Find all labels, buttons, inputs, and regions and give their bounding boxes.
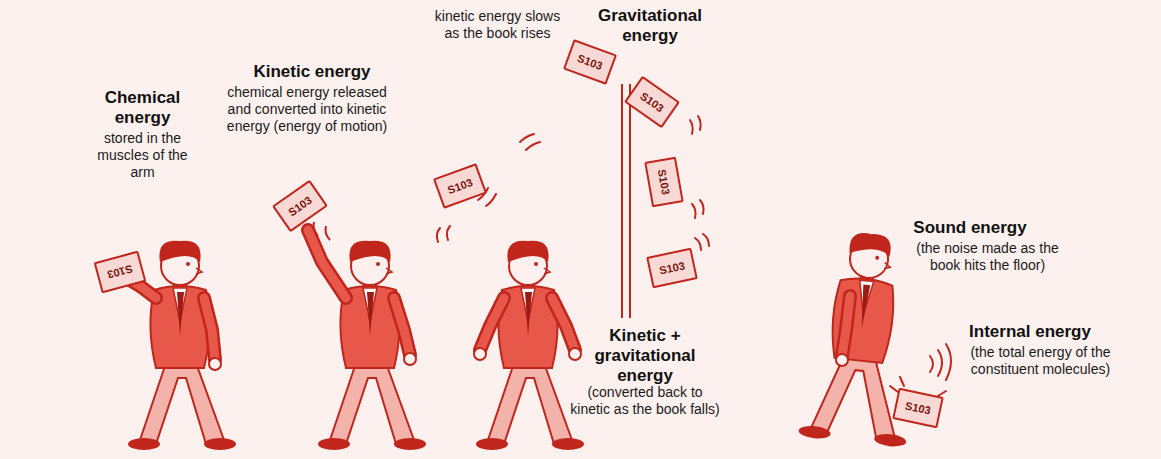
- book: S103: [646, 248, 698, 289]
- book: S103: [272, 180, 328, 233]
- man-watching-book: [480, 298, 504, 350]
- man-throwing-book: [308, 230, 346, 298]
- man-watching-book: [569, 348, 581, 360]
- man-looking-down: [842, 296, 850, 356]
- book-label: S103: [904, 399, 932, 416]
- man-watching-book: [552, 298, 575, 350]
- man-watching-book: [476, 241, 584, 450]
- man-watching-book: [480, 298, 504, 350]
- leader-lines: [629, 84, 631, 318]
- motion-lines: [520, 134, 540, 150]
- man-watching-book: [474, 348, 486, 360]
- man-throwing-book: [308, 222, 426, 450]
- motion-lines: [695, 234, 709, 250]
- book-label: S103: [576, 52, 604, 72]
- book-label: S103: [658, 259, 686, 276]
- man-looking-down: [836, 354, 848, 366]
- man-throwing-book: [394, 298, 410, 355]
- energy-heading: Kinetic energy: [222, 62, 402, 82]
- man-holding-book: [209, 358, 221, 370]
- book: S103: [94, 251, 147, 294]
- man-throwing-book: [308, 230, 346, 298]
- man-throwing-book: [404, 353, 416, 365]
- book-label: S103: [106, 263, 134, 281]
- man-watching-book: [474, 241, 584, 450]
- book: S103: [563, 39, 617, 85]
- energy-heading: Internal energy: [950, 322, 1110, 342]
- motion-lines: [692, 200, 704, 218]
- book-label: S103: [656, 168, 672, 195]
- book-label: S103: [286, 194, 314, 219]
- energy-note: (converted back to kinetic as the book f…: [570, 384, 720, 418]
- sound-waves: [930, 344, 951, 380]
- man-holding-book: [204, 298, 215, 360]
- energy-note: chemical energy released and converted i…: [222, 84, 392, 135]
- man-holding-book: [128, 241, 236, 450]
- man-throwing-book: [394, 298, 410, 355]
- energy-heading: Gravitational energy: [585, 6, 715, 46]
- book: S103: [644, 157, 684, 208]
- book-label: S103: [446, 176, 474, 196]
- book: S103: [624, 76, 680, 129]
- book-label: S103: [638, 90, 666, 115]
- energy-note: kinetic energy slows as the book rises: [430, 8, 565, 42]
- man-holding-book: [128, 241, 236, 450]
- leader-lines: [622, 84, 630, 318]
- book: S103: [433, 163, 487, 209]
- man-throwing-book: [314, 222, 331, 240]
- energy-heading: Kinetic + gravitational energy: [575, 326, 715, 386]
- man-looking-down: [842, 296, 850, 356]
- leader-lines: [621, 84, 623, 318]
- motion-lines: [437, 226, 450, 242]
- man-holding-book: [204, 298, 215, 360]
- energy-heading: Sound energy: [895, 218, 1045, 238]
- book: S103: [892, 388, 944, 429]
- energy-note: (the noise made as the book hits the flo…: [905, 240, 1070, 274]
- energy-note: stored in the muscles of the arm: [85, 130, 200, 181]
- energy-heading: Chemical energy: [85, 88, 200, 128]
- man-watching-book: [552, 298, 575, 350]
- motion-lines: [690, 116, 701, 134]
- energy-note: (the total energy of the constituent mol…: [958, 344, 1123, 378]
